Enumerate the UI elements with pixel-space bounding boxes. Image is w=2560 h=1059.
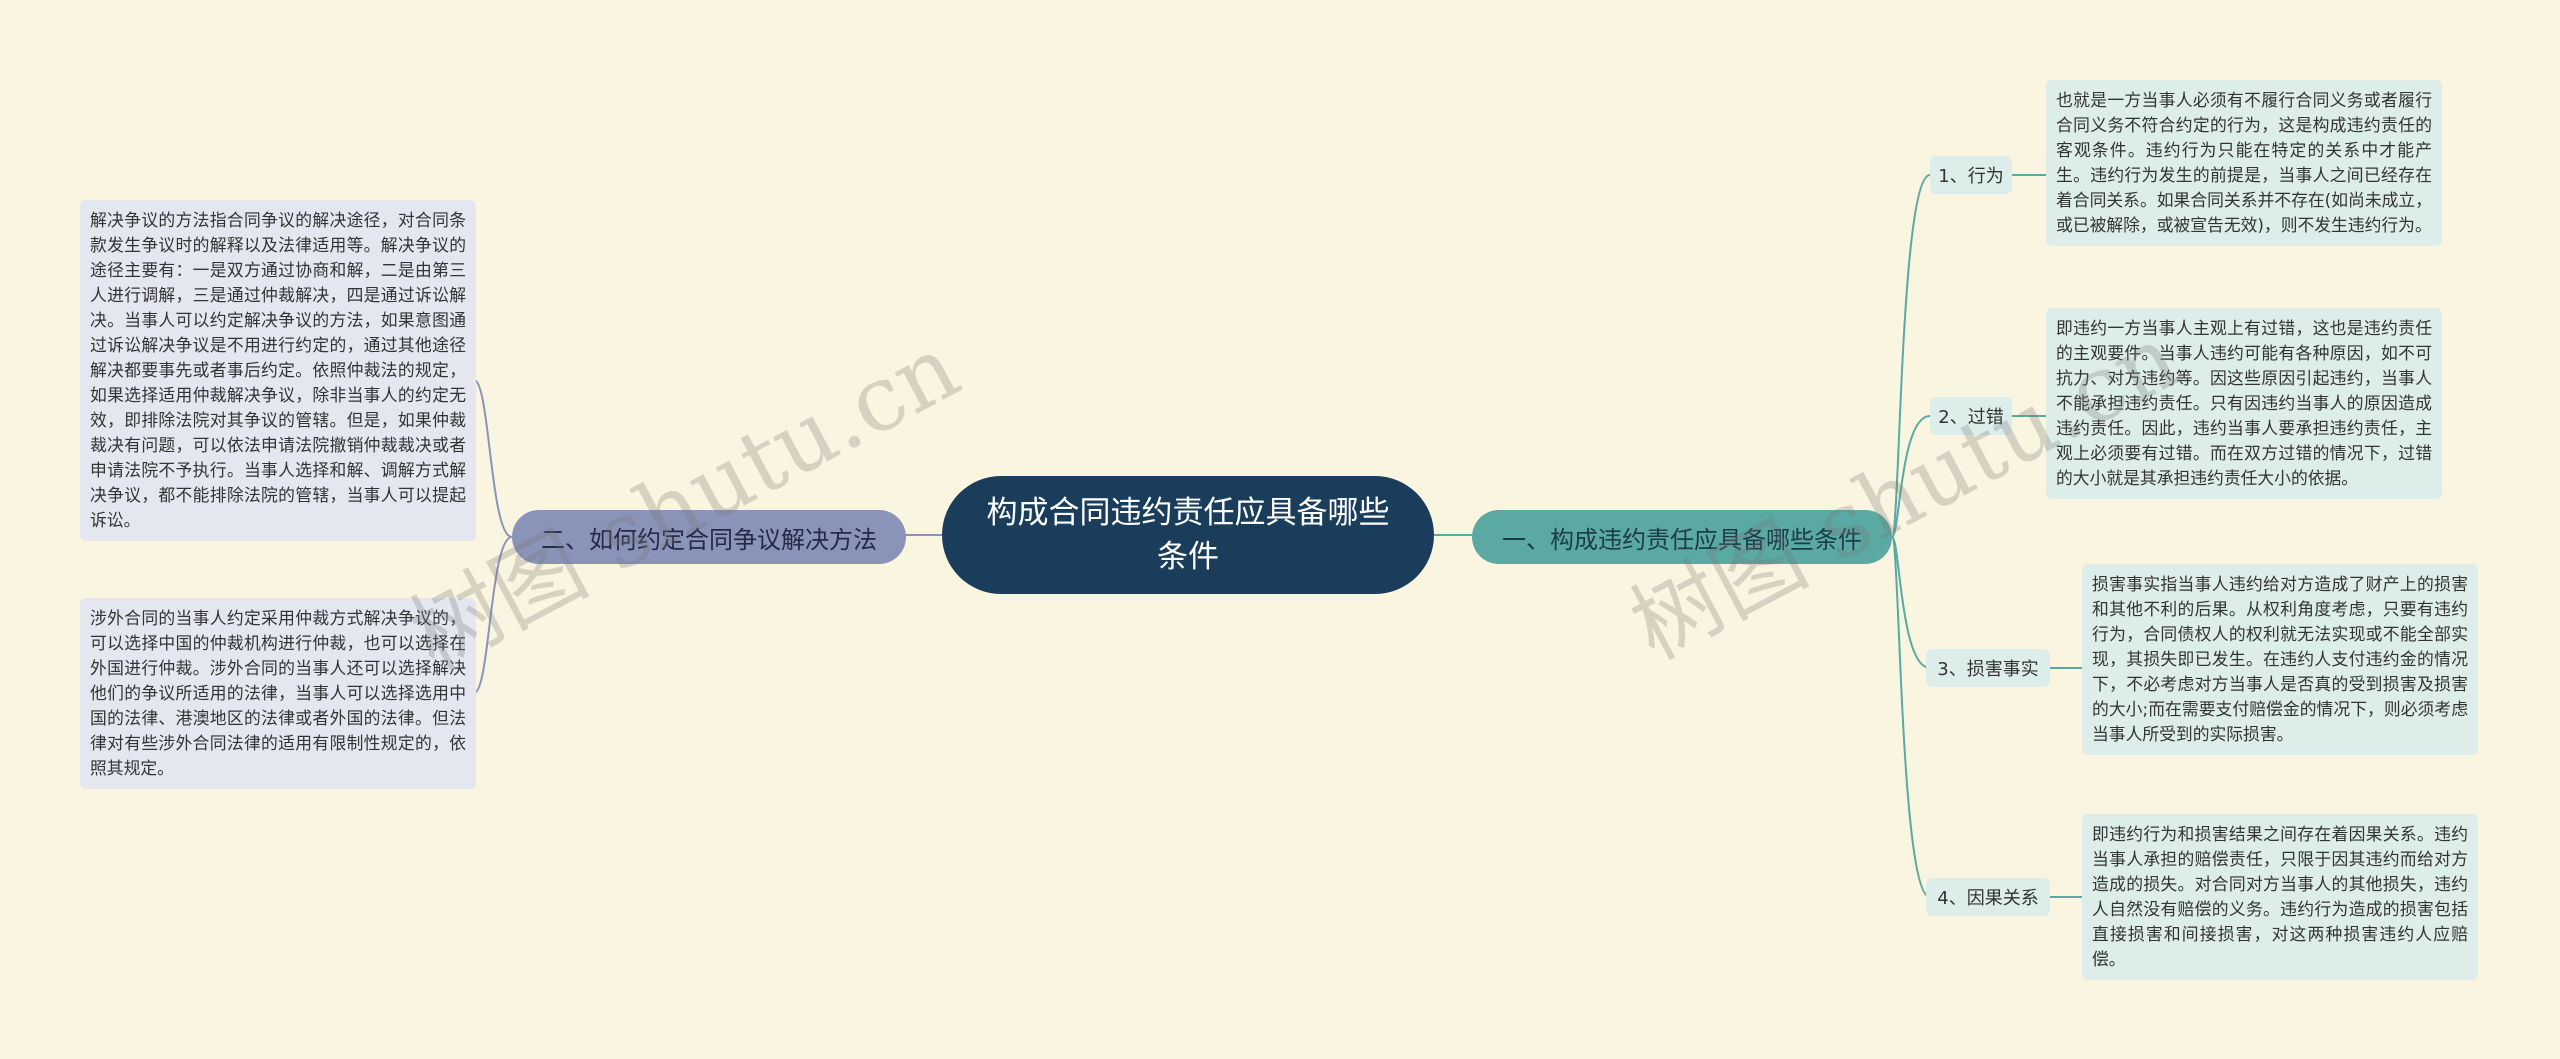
subtopic-causation[interactable]: 4、因果关系 — [1926, 878, 2050, 916]
subtopic-label: 2、过错 — [1938, 407, 2004, 428]
connector-left-2 — [473, 536, 513, 694]
subtopic-label: 3、损害事实 — [1937, 659, 2039, 680]
branch-left[interactable]: 二、如何约定合同争议解决方法 — [512, 510, 906, 564]
subtopic-fault[interactable]: 2、过错 — [1930, 397, 2012, 435]
leaf-causation-text[interactable]: 即违约行为和损害结果之间存在着因果关系。违约当事人承担的赔偿责任，只限于因其违约… — [2082, 814, 2478, 980]
connector-right-3 — [1891, 536, 1931, 669]
connector-left-1 — [473, 379, 513, 538]
branch-right[interactable]: 一、构成违约责任应具备哪些条件 — [1472, 510, 1892, 564]
central-topic[interactable]: 构成合同违约责任应具备哪些条件 — [942, 476, 1434, 594]
leaf-text: 即违约行为和损害结果之间存在着因果关系。违约当事人承担的赔偿责任，只限于因其违约… — [2092, 824, 2468, 969]
subtopic-label: 1、行为 — [1938, 166, 2004, 187]
leaf-behavior-text[interactable]: 也就是一方当事人必须有不履行合同义务或者履行合同义务不符合约定的行为，这是构成违… — [2046, 80, 2442, 246]
leaf-dispute-methods-text[interactable]: 解决争议的方法指合同争议的解决途径，对合同条款发生争议时的解释以及法律适用等。解… — [80, 200, 476, 541]
subtopic-damage[interactable]: 3、损害事实 — [1926, 649, 2050, 687]
leaf-text: 即违约一方当事人主观上有过错，这也是违约责任的主观要件。当事人违约可能有各种原因… — [2056, 318, 2432, 488]
subtopic-label: 4、因果关系 — [1937, 888, 2039, 909]
leaf-text: 损害事实指当事人违约给对方造成了财产上的损害和其他不利的后果。从权利角度考虑，只… — [2092, 574, 2468, 744]
leaf-text: 解决争议的方法指合同争议的解决途径，对合同条款发生争议时的解释以及法律适用等。解… — [90, 210, 466, 530]
branch-right-label: 一、构成违约责任应具备哪些条件 — [1502, 525, 1862, 554]
central-topic-label: 构成合同违约责任应具备哪些条件 — [986, 495, 1390, 575]
connector-right-1 — [1891, 174, 1931, 538]
branch-left-label: 二、如何约定合同争议解决方法 — [541, 525, 877, 554]
leaf-damage-text[interactable]: 损害事实指当事人违约给对方造成了财产上的损害和其他不利的后果。从权利角度考虑，只… — [2082, 564, 2478, 755]
connector-right-2 — [1891, 415, 1931, 538]
subtopic-behavior[interactable]: 1、行为 — [1930, 156, 2012, 194]
leaf-text: 涉外合同的当事人约定采用仲裁方式解决争议的，可以选择中国的仲裁机构进行仲裁，也可… — [90, 608, 466, 778]
leaf-text: 也就是一方当事人必须有不履行合同义务或者履行合同义务不符合约定的行为，这是构成违… — [2056, 90, 2432, 235]
connector-right-4 — [1891, 536, 1931, 898]
leaf-foreign-contract-text[interactable]: 涉外合同的当事人约定采用仲裁方式解决争议的，可以选择中国的仲裁机构进行仲裁，也可… — [80, 598, 476, 789]
leaf-fault-text[interactable]: 即违约一方当事人主观上有过错，这也是违约责任的主观要件。当事人违约可能有各种原因… — [2046, 308, 2442, 499]
